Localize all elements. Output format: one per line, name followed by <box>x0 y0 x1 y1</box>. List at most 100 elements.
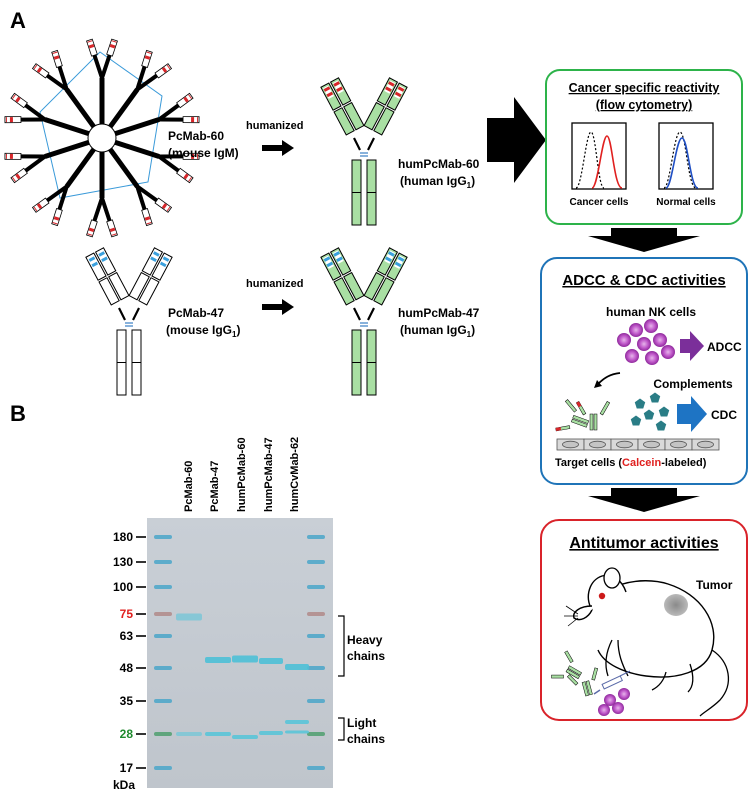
hum47-name: humPcMab-47 <box>398 306 480 320</box>
sample-band <box>176 613 202 621</box>
big-arrow-right <box>487 97 546 183</box>
ladder-band <box>307 634 325 638</box>
ladder-band <box>154 666 172 670</box>
complement-pentagon <box>643 409 655 420</box>
ladder-band <box>154 732 172 736</box>
humanized-label-1: humanized <box>246 120 303 132</box>
complement-pentagon <box>634 398 646 409</box>
nk-cell <box>618 688 630 700</box>
nk-cell <box>644 319 658 333</box>
nk-cell <box>625 349 639 363</box>
nk-cell <box>604 694 616 706</box>
lane-label: PcMab-47 <box>209 461 221 512</box>
ladder-band <box>307 535 325 539</box>
nk-cell <box>653 333 667 347</box>
nk-cell <box>598 704 610 716</box>
nk-cell <box>661 345 675 359</box>
complement-pentagons <box>630 392 670 431</box>
gel <box>147 518 333 788</box>
antitumor-title: Antitumor activities <box>569 535 718 552</box>
panel-b-letter: B <box>10 401 26 426</box>
adcc-label: ADCC <box>707 340 742 354</box>
complement-pentagon <box>658 406 670 417</box>
ladder-band <box>154 585 172 589</box>
cdc-arrow <box>677 396 707 432</box>
heavy-label-1: Heavy <box>347 633 383 647</box>
marker-label: 180 <box>113 530 133 544</box>
igg47-isotype: (mouse IgG1) <box>166 323 240 339</box>
complement-pentagon <box>649 392 661 403</box>
igm-name: PcMab-60 <box>168 129 224 143</box>
sample-band <box>232 655 258 663</box>
ladder-band <box>307 732 325 736</box>
nk-cells <box>617 319 675 365</box>
antitumor-nk-cells <box>598 688 630 716</box>
normal-histogram <box>658 122 714 190</box>
humanized-label-2: humanized <box>246 278 303 290</box>
cancer-histogram <box>571 122 627 190</box>
mouse-illustration <box>564 567 730 717</box>
lane-label: humPcMab-60 <box>236 437 248 512</box>
sample-band <box>205 732 231 736</box>
sample-band <box>285 730 309 734</box>
ladder-band <box>154 560 172 564</box>
marker-label: 130 <box>113 555 133 569</box>
ladder-band <box>154 612 172 616</box>
complements-label: Complements <box>653 377 733 391</box>
target-cells-label: Target cells (Calcein-labeled) <box>555 457 707 469</box>
ladder-band <box>154 699 172 703</box>
hum60-name: humPcMab-60 <box>398 157 480 171</box>
normal-cells-label: Normal cells <box>656 197 716 208</box>
down-arrow-1 <box>588 228 700 252</box>
ladder-band <box>307 666 325 670</box>
sample-band <box>285 664 309 670</box>
igg47-name: PcMab-47 <box>168 306 224 320</box>
small-antibodies-adcc <box>555 399 611 432</box>
target-cells-strip <box>556 438 720 451</box>
hum60-isotype: (human IgG1) <box>400 174 475 190</box>
ladder-band <box>307 612 325 616</box>
sample-band <box>176 732 202 736</box>
small-antibody <box>551 650 582 680</box>
humpcmab60-antibody <box>320 77 408 226</box>
lane-labels: PcMab-60 PcMab-47 humPcMab-60 humPcMab-47 hu… <box>183 437 301 512</box>
small-antibody <box>566 667 599 697</box>
ladder-band <box>307 766 325 770</box>
ladder-band <box>154 535 172 539</box>
nk-cell <box>629 323 643 337</box>
lane-label: PcMab-60 <box>183 461 195 512</box>
humpcmab47-antibody <box>320 247 408 396</box>
nk-cell <box>637 337 651 351</box>
flow-title-1: Cancer specific reactivity <box>569 81 720 95</box>
sample-band <box>285 720 309 724</box>
heavy-bracket <box>338 615 345 677</box>
adcc-title: ADCC & CDC activities <box>562 272 725 289</box>
flow-title-2: (flow cytometry) <box>596 98 693 112</box>
small-antibody <box>555 399 590 432</box>
ladder-band <box>307 560 325 564</box>
light-label-1: Light <box>347 716 376 730</box>
lane-label: humPcMab-47 <box>263 437 275 512</box>
ladder-band <box>307 699 325 703</box>
kda-unit: kDa <box>113 778 135 792</box>
igm-pentamer <box>4 38 200 238</box>
down-arrow-2 <box>588 488 700 512</box>
nk-cell <box>612 702 624 714</box>
lane-label: humCvMab-62 <box>289 437 301 512</box>
hum47-isotype: (human IgG1) <box>400 323 475 339</box>
marker-label: 17 <box>120 761 134 775</box>
marker-label: 35 <box>120 694 134 708</box>
marker-label: 100 <box>113 580 133 594</box>
complement-pentagon <box>630 415 642 426</box>
nk-cell <box>617 333 631 347</box>
ladder-band <box>154 766 172 770</box>
marker-label: 28 <box>120 727 134 741</box>
nk-to-target-arrow <box>597 372 621 385</box>
heavy-label-2: chains <box>347 649 385 663</box>
sample-band <box>232 735 258 739</box>
igm-isotype: (mouse IgM) <box>168 146 239 160</box>
nk-cell <box>645 351 659 365</box>
complement-pentagon <box>655 420 667 431</box>
humanized-arrow-1 <box>262 140 294 156</box>
